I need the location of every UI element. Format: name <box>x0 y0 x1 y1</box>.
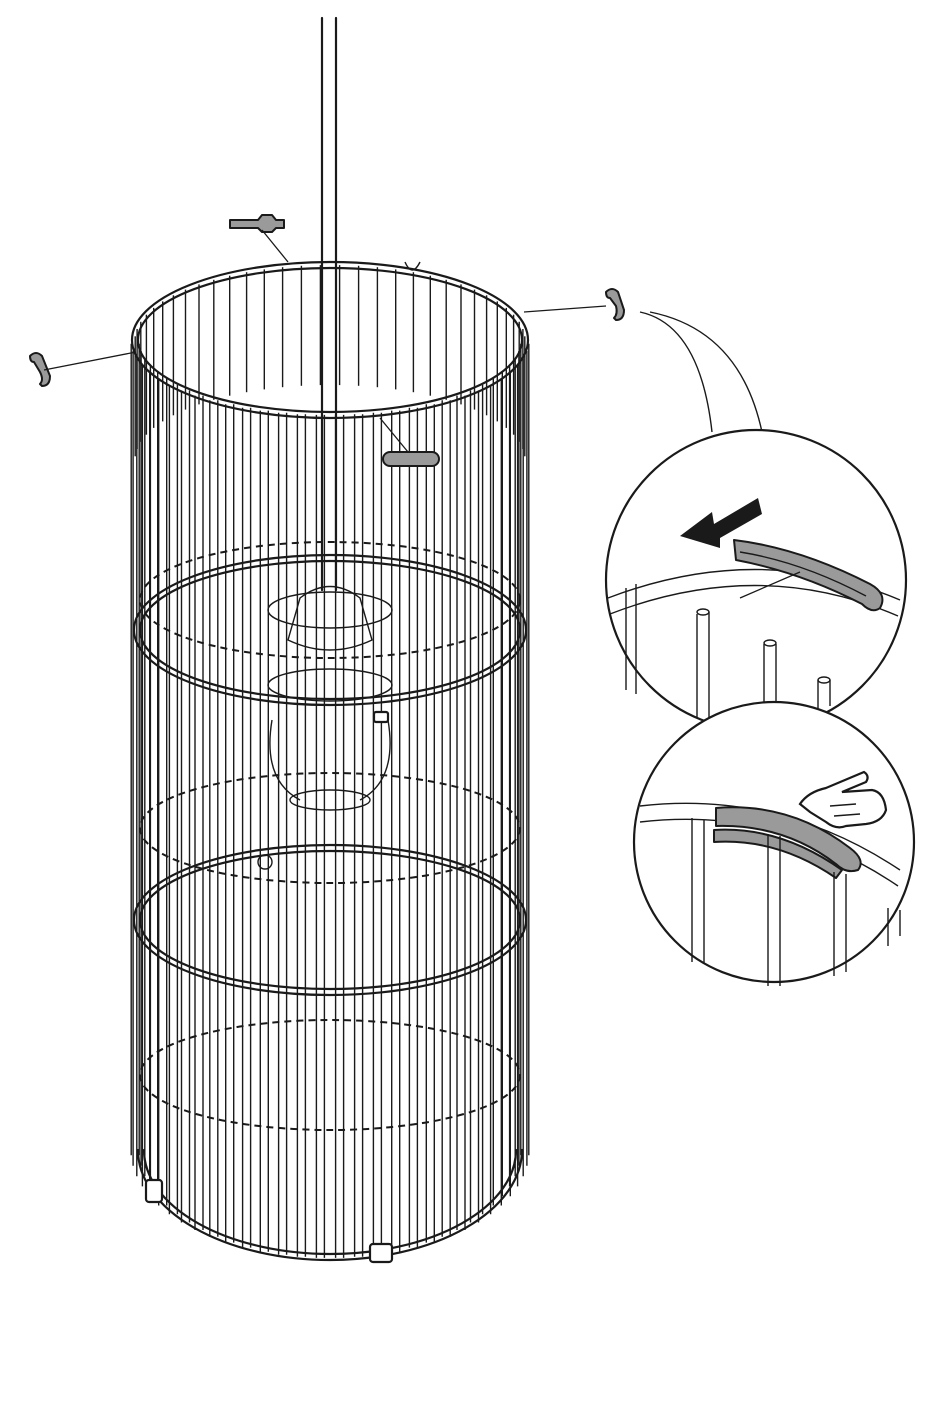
clip-left <box>30 352 136 386</box>
callout-balloon <box>640 312 762 432</box>
clip-top <box>230 215 288 262</box>
cage-bars <box>131 265 529 1258</box>
cage-rings <box>132 262 528 1260</box>
detail-circle-locked <box>634 702 914 986</box>
hidden-rings <box>140 542 520 1130</box>
clip-right <box>524 289 624 320</box>
detail-circle-slide <box>606 430 906 730</box>
